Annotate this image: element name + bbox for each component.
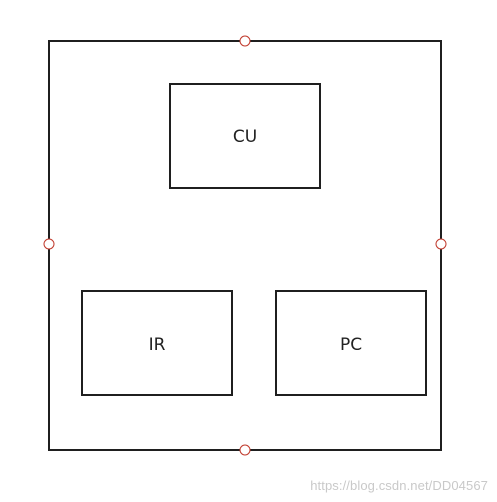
source-watermark: https://blog.csdn.net/DD04567 [310,478,488,493]
block-ir-box[interactable] [81,290,233,396]
handle-bottom[interactable] [239,444,251,456]
handle-right[interactable] [435,238,447,250]
handle-left[interactable] [43,238,55,250]
block-ir[interactable]: IR [81,290,233,396]
side-watermark-left [5,207,18,220]
block-cu-label: CU [233,127,257,147]
side-watermark-right [459,203,472,216]
block-pc[interactable]: PC [275,290,427,396]
block-pc-label: PC [340,335,362,355]
block-pc-box[interactable] [275,290,427,396]
block-cu-box[interactable] [169,83,321,189]
block-ir-label: IR [149,335,166,355]
handle-top[interactable] [239,35,251,47]
block-cu[interactable]: CU [169,83,321,189]
